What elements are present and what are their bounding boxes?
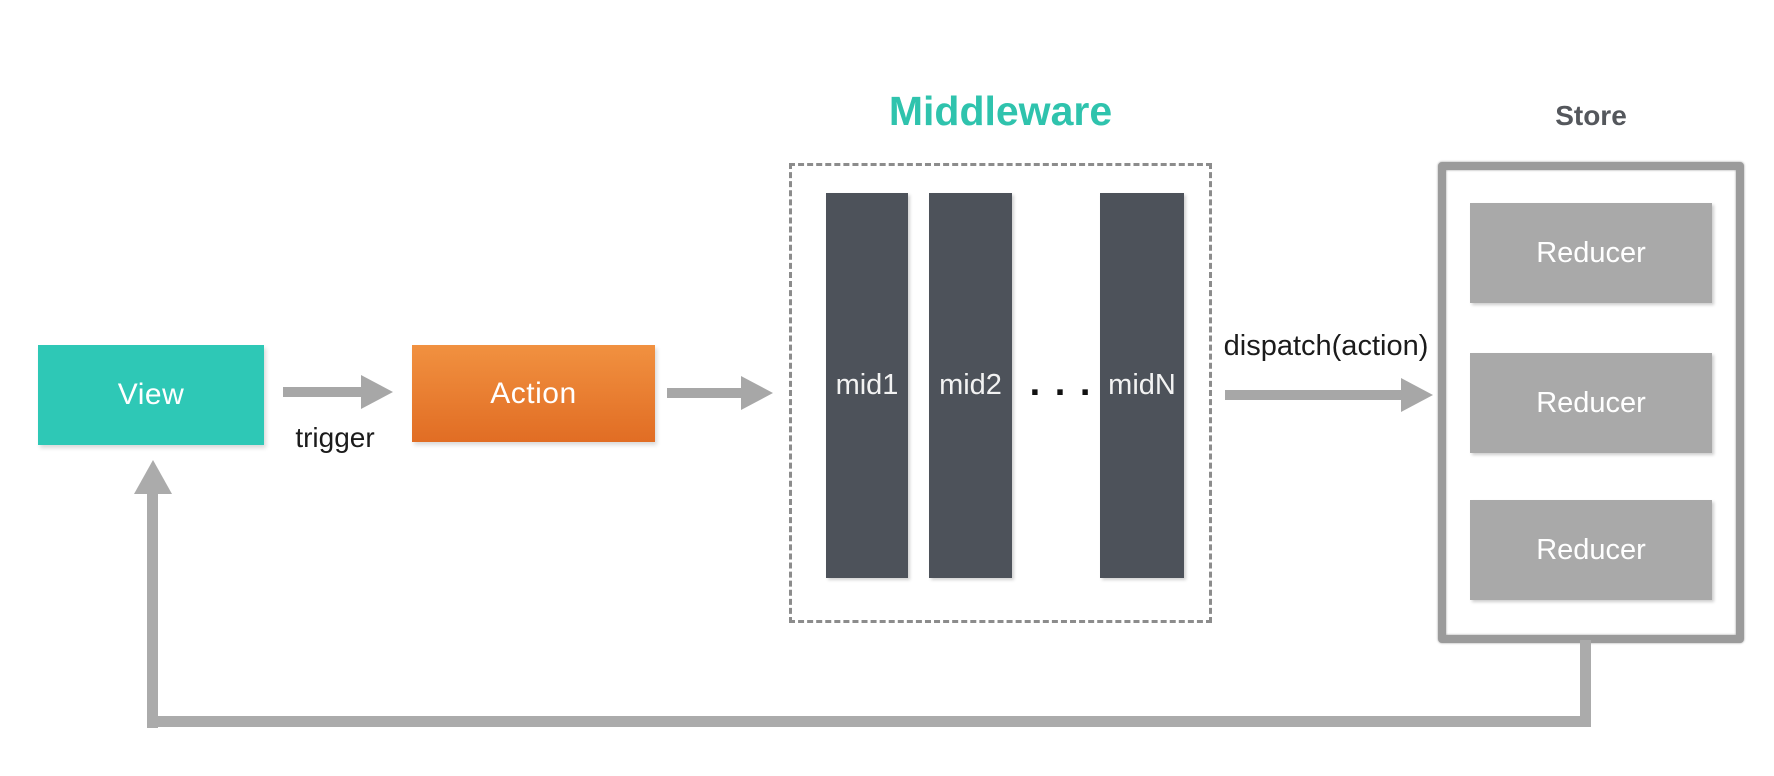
- dispatch-action-label: dispatch(action): [1223, 330, 1429, 362]
- reducer-label: Reducer: [1536, 386, 1646, 419]
- reducer-box: Reducer: [1470, 353, 1712, 453]
- store-title: Store: [1555, 100, 1627, 131]
- store-group-box: Reducer Reducer Reducer: [1438, 162, 1744, 643]
- reducer-box: Reducer: [1470, 500, 1712, 600]
- middleware-bar-mid1: mid1: [826, 193, 908, 578]
- middleware-title: Middleware: [888, 88, 1113, 134]
- middleware-ellipsis: . . .: [1029, 362, 1093, 404]
- middleware-to-store-arrowhead-icon: [1401, 378, 1433, 412]
- view-to-action-arrowhead-icon: [361, 375, 393, 409]
- feedback-loop-left-segment: [147, 492, 158, 728]
- middleware-bar-label: midN: [1108, 369, 1176, 401]
- middleware-bar-label: mid2: [939, 369, 1002, 401]
- view-to-action-arrow-line: [283, 387, 361, 397]
- action-node: Action: [412, 345, 655, 442]
- reducer-label: Reducer: [1536, 236, 1646, 269]
- middleware-bar-mid2: mid2: [929, 193, 1012, 578]
- view-node-label: View: [117, 378, 185, 411]
- reducer-label: Reducer: [1536, 533, 1646, 566]
- view-node: View: [38, 345, 264, 445]
- action-to-middleware-arrow-line: [667, 388, 741, 398]
- action-to-middleware-arrowhead-icon: [741, 376, 773, 410]
- action-node-label: Action: [490, 376, 577, 410]
- feedback-loop-arrowhead-icon: [134, 460, 172, 494]
- middleware-to-store-arrow-line: [1225, 390, 1401, 400]
- reducer-box: Reducer: [1470, 203, 1712, 303]
- middleware-group-box: mid1 mid2 midN: [789, 163, 1212, 623]
- middleware-bar-label: mid1: [835, 369, 899, 401]
- feedback-loop-bottom-segment: [147, 716, 1591, 727]
- middleware-bar-midn: midN: [1100, 193, 1184, 578]
- feedback-loop-right-segment: [1580, 640, 1591, 727]
- trigger-label: trigger: [295, 422, 375, 453]
